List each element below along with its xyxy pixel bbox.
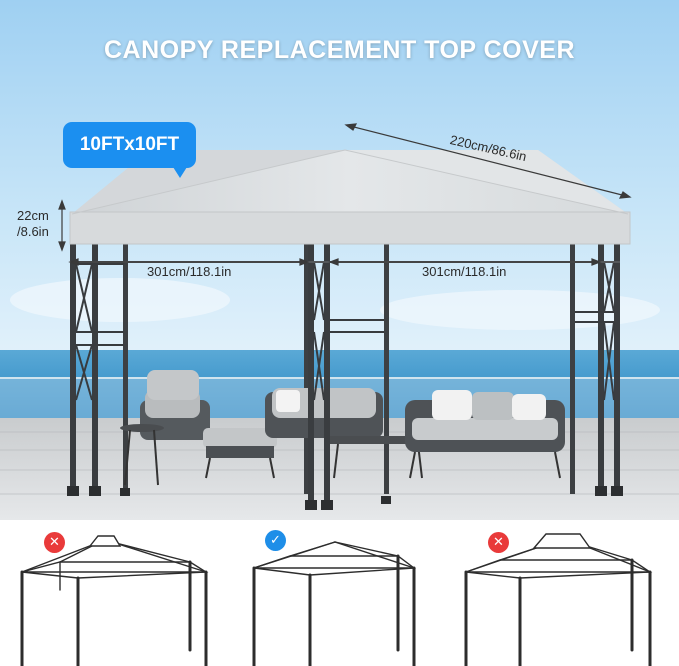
page-title: CANOPY REPLACEMENT TOP COVER [103,36,576,64]
gazebo-photo [0,0,679,520]
x-mark-icon: ✕ [488,532,509,553]
cloud [380,290,660,330]
back-frame [123,244,575,494]
frame-diagram-double-roof-2 [464,533,653,666]
outdoor-furniture [120,370,565,486]
height-line-1: 22cm [17,208,49,223]
size-badge: 10FTx10FT [63,122,196,178]
check-mark-icon: ✓ [265,530,286,551]
dimension-lines [58,123,632,266]
height-line-2: /8.6in [17,224,49,239]
x-mark-icon: ✕ [44,532,65,553]
frame-diagram-double-roof-1 [20,535,209,666]
frame-diagram-single-roof [252,541,417,666]
frame-diagrams [20,533,653,666]
post-feet [67,486,623,510]
height-dimension-label: 22cm /8.6in [17,208,49,240]
gazebo-scene [0,0,679,520]
width-left-dimension-label: 301cm/118.1in [147,264,232,279]
compatibility-comparison: ✕ ✓ ✕ [0,520,679,666]
cloud [10,278,230,322]
width-right-dimension-label: 301cm/118.1in [422,264,507,279]
